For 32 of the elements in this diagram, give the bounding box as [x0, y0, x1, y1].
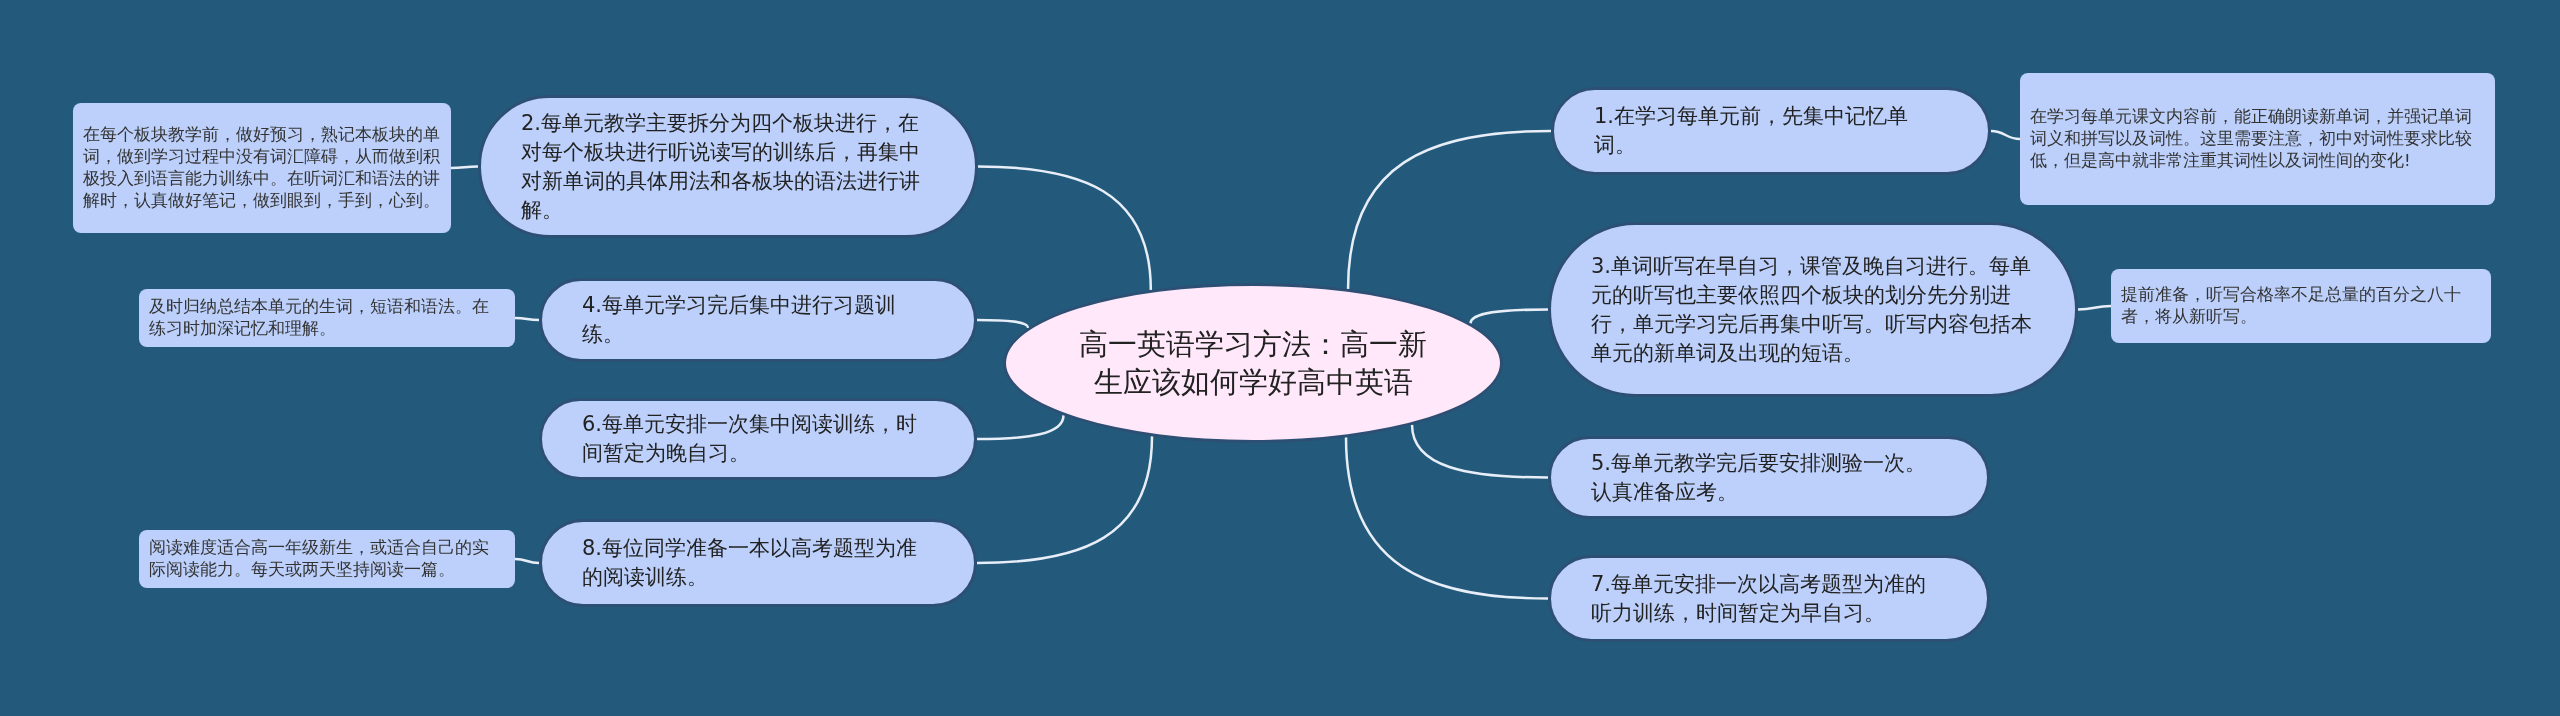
connector-line [977, 165, 1153, 291]
note-box [139, 289, 515, 347]
connector-line [977, 415, 1065, 441]
node-text: 提前准备，听写合格率不足总量的百分之八十者，将从新听写。 [2121, 284, 2462, 328]
connector-line [514, 557, 540, 565]
node-text: 7.每单元安排一次以高考题型为准的听力训练，时间暂定为早自习。 [1591, 570, 1928, 627]
node-text: 4.每单元学习完后集中进行习题训练。 [582, 292, 898, 348]
note-box [2111, 269, 2491, 343]
connector-line [515, 316, 539, 322]
connector-line [1990, 129, 2021, 141]
node-text: 在每个板块教学前，做好预习，熟记本板块的单词，做到学习过程中没有词汇障碍，从而做到积极投入到语言能力训练中。在听词汇和语法的讲解时，认真做好笔记，做到眼到，手到，心到。 [83, 124, 441, 212]
node-text: 3.单词听写在早自习，课管及晚自习进行。每单元的听写也主要依照四个板块的划分先分别进行，单元学习完后再集中听写。听写内容包括本单元的新单词及出现的短语。 [1591, 252, 2033, 367]
node-text: 1.在学习每单元前，先集中记忆单词。 [1594, 103, 1910, 159]
node-text: 6.每单元安排一次集中阅读训练，时间暂定为晚自习。 [582, 411, 919, 467]
connector-line [1346, 129, 1552, 290]
node-text: 阅读难度适合高一年级新生，或适合自己的实际阅读能力。每天或两天坚持阅读一篇。 [149, 537, 490, 581]
connector-line [976, 436, 1154, 565]
note-box [139, 530, 515, 588]
connector-line [977, 318, 1030, 329]
node-text: 在学习每单元课文内容前，能正确朗读新单词，并强记单词词义和拼写以及词性。这里需要注意，初中对词性要求比较低，但是高中就非常注重其词性以及词性间的变化! [2030, 106, 2473, 172]
node-text: 8.每位同学准备一本以高考题型为准的阅读训练。 [582, 535, 919, 591]
note-box [2020, 73, 2495, 205]
node-text: 5.每单元教学完后要安排测验一次。认真准备应考。 [1591, 449, 1928, 506]
connector-line [2077, 304, 2112, 311]
connector-line [1344, 437, 1549, 600]
note-box [73, 103, 451, 233]
node-text: 高一英语学习方法：高一新生应该如何学好高中英语 [1078, 326, 1428, 401]
node-text: 及时归纳总结本单元的生词，短语和语法。在练习时加深记忆和理解。 [149, 296, 490, 340]
connector-line [1469, 308, 1548, 324]
node-text: 2.每单元教学主要拆分为四个板块进行，在对每个板块进行听说读写的训练后，再集中对新单词的具体用法和各板块的语法进行讲解。 [521, 109, 921, 224]
connector-line [1410, 424, 1548, 479]
connector-line [451, 165, 478, 170]
